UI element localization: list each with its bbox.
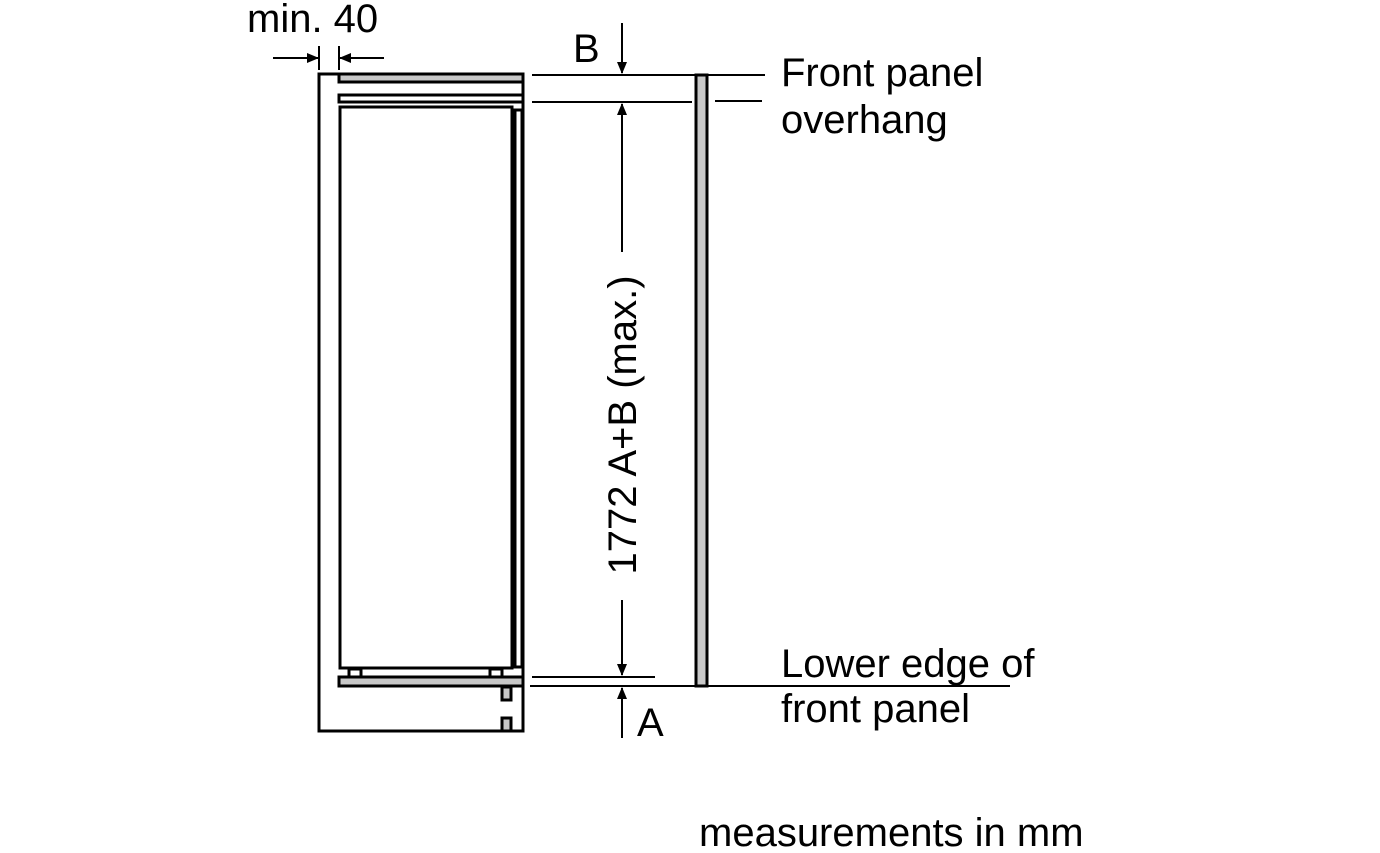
- front-panel-board: [694, 73, 709, 688]
- annotations: Front panel overhang Lower edge of front…: [699, 51, 1084, 853]
- base-panel-strip: [337, 675, 525, 688]
- height-dimension-label: 1772 A+B (max.): [601, 275, 645, 574]
- height-dimension: 1772 A+B (max.): [601, 103, 645, 676]
- a-label: A: [637, 701, 664, 745]
- upper-rail: [337, 93, 525, 104]
- lower-edge-line2: front panel: [781, 687, 970, 731]
- a-marker: A: [617, 687, 664, 745]
- b-marker: B: [573, 23, 627, 74]
- plinth-clip-lower: [500, 716, 513, 733]
- reference-lines: [530, 74, 1010, 687]
- appliance: [337, 72, 525, 733]
- front-panel: [694, 73, 709, 688]
- lower-edge-line1: Lower edge of: [781, 642, 1035, 686]
- front-panel-overhang-line1: Front panel: [781, 51, 983, 95]
- plinth-clip-upper: [500, 685, 513, 702]
- b-label: B: [573, 27, 600, 71]
- top-panel-strip: [337, 72, 525, 84]
- units-note: measurements in mm: [699, 811, 1084, 848]
- door-hinge-strip: [513, 108, 524, 669]
- front-panel-overhang-line2: overhang: [781, 98, 948, 142]
- appliance-body: [338, 105, 514, 670]
- min-gap-dimension: min. 40: [247, 0, 384, 70]
- min-gap-label: min. 40: [247, 0, 378, 41]
